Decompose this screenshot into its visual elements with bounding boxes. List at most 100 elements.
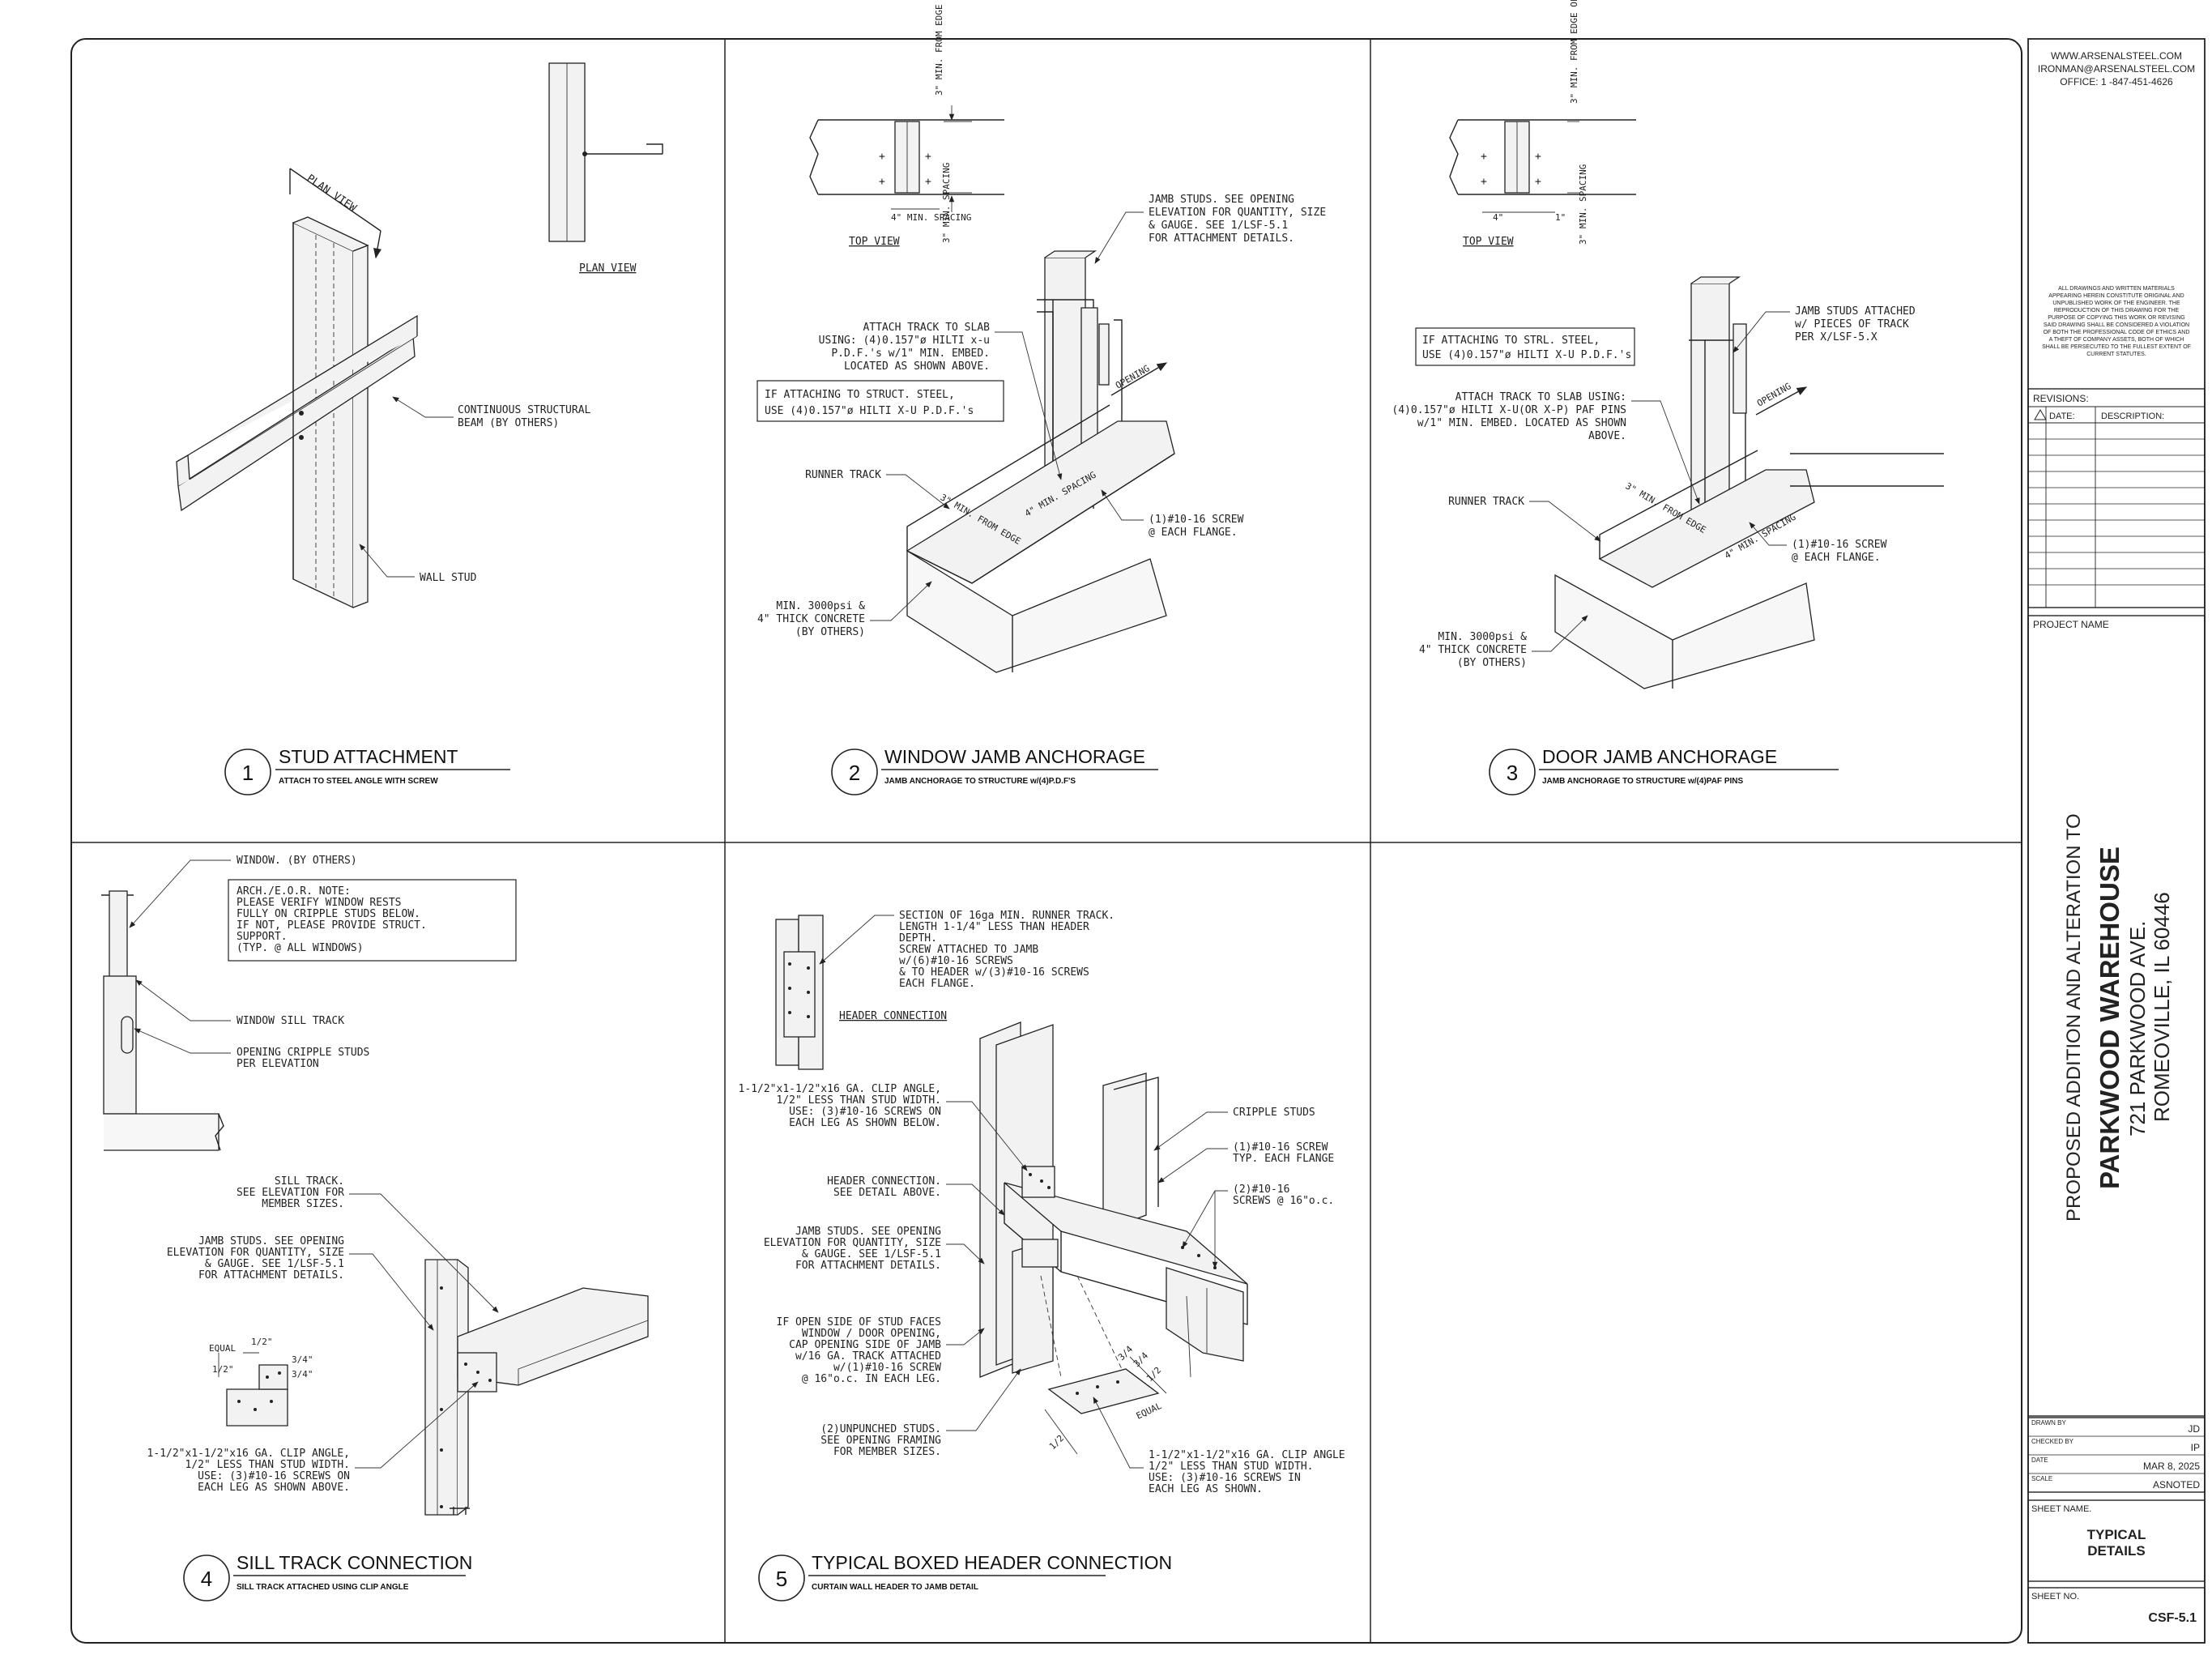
spacing-dimension-note: 3" MIN. SPACING (1578, 164, 1588, 245)
svg-text:w/(1)#10-16 SCREW: w/(1)#10-16 SCREW (833, 1362, 941, 1374)
svg-text:ELEVATION FOR QUANTITY, SIZE: ELEVATION FOR QUANTITY, SIZE (1149, 207, 1326, 219)
company-website: WWW.ARSENALSTEEL.COM (2051, 50, 2182, 62)
dim-label: EQUAL (1135, 1401, 1164, 1422)
spacing-note: 4" MIN. SPACING (891, 212, 971, 223)
date-label: DATE (2031, 1456, 2048, 1464)
svg-text:EACH LEG AS SHOWN ABOVE.: EACH LEG AS SHOWN ABOVE. (198, 1482, 350, 1494)
slab-and-track (1554, 450, 1944, 689)
edge-dimension-note: 3" MIN. FROM EDGE OF SLAB (1569, 0, 1579, 104)
svg-text:(4)0.157"ø HILTI X-U(OR X-P) P: (4)0.157"ø HILTI X-U(OR X-P) PAF PINS (1392, 404, 1626, 416)
revision-date-header: DATE: (2049, 412, 2075, 421)
detail-subtitle: SILL TRACK ATTACHED USING CLIP ANGLE (237, 1583, 409, 1592)
svg-text:SILL TRACK.: SILL TRACK. (275, 1175, 344, 1188)
sheet-number: CSF-5.1 (2148, 1611, 2197, 1625)
svg-text:FULLY ON CRIPPLE STUDS BELOW.: FULLY ON CRIPPLE STUDS BELOW. (237, 908, 420, 920)
detail-5-boxed-header-connection[interactable]: SECTION OF 16ga MIN. RUNNER TRACK. LENGT… (739, 910, 1345, 1601)
svg-text:JAMB STUDS. SEE OPENING: JAMB STUDS. SEE OPENING (198, 1235, 344, 1247)
svg-text:SCREW ATTACHED TO JAMB: SCREW ATTACHED TO JAMB (899, 944, 1038, 956)
svg-text:@ EACH FLANGE.: @ EACH FLANGE. (1792, 552, 1881, 564)
svg-text:MIN. 3000psi &: MIN. 3000psi & (776, 600, 865, 612)
detail-subtitle: CURTAIN WALL HEADER TO JAMB DETAIL (812, 1583, 978, 1592)
svg-text:+: + (925, 151, 931, 163)
svg-text:UNPUBLISHED WORK OF THE ENGINE: UNPUBLISHED WORK OF THE ENGINEER. THE (2052, 301, 2180, 306)
three-quarter-label: 3/4" (292, 1369, 313, 1380)
svg-text:+: + (1481, 151, 1487, 163)
header-connection-note: HEADER CONNECTION. SEE DETAIL ABOVE. (827, 1175, 941, 1199)
revisions-table (2027, 388, 2206, 608)
window-section-drawing (101, 890, 224, 1151)
svg-text:FOR MEMBER SIZES.: FOR MEMBER SIZES. (833, 1446, 941, 1458)
steel-attachment-box-line: USE (4)0.157"ø HILTI X-U P.D.F.'s (1422, 349, 1631, 361)
detail-number-bubble (1489, 748, 1536, 795)
svg-text:1-1/2"x1-1/2"x16 GA. CLIP ANGL: 1-1/2"x1-1/2"x16 GA. CLIP ANGLE (1149, 1449, 1345, 1461)
svg-text:P.D.F.'s w/1" MIN. EMBED.: P.D.F.'s w/1" MIN. EMBED. (831, 348, 990, 360)
title-block: WWW.ARSENALSTEEL.COM IRONMAN@ARSENALSTEE… (2027, 38, 2206, 1644)
svg-text:IF OPEN SIDE OF STUD FACES: IF OPEN SIDE OF STUD FACES (777, 1316, 942, 1328)
svg-text:ABOVE.: ABOVE. (1588, 430, 1626, 442)
dim-label: 1/2 (1047, 1433, 1066, 1452)
svg-text:(2)#10-16: (2)#10-16 (1233, 1183, 1289, 1196)
svg-text:TYP. EACH FLANGE: TYP. EACH FLANGE (1233, 1153, 1334, 1165)
beam-note: CONTINUOUS STRUCTURAL BEAM (BY OTHERS) (458, 404, 591, 429)
clip-angle-bottom-note: 1-1/2"x1-1/2"x16 GA. CLIP ANGLE 1/2" LES… (1149, 1449, 1345, 1495)
sill-track-label: WINDOW SILL TRACK (237, 1015, 344, 1027)
project-address-2: ROMEOVILLE, IL 60446 (2150, 892, 2174, 1122)
checked-by-label: CHECKED BY (2031, 1438, 2074, 1445)
screw-note-1: (1)#10-16 SCREW TYP. EACH FLANGE (1233, 1141, 1334, 1165)
structural-angle-beam (176, 314, 418, 512)
svg-text:1/2" LESS THAN STUD WIDTH.: 1/2" LESS THAN STUD WIDTH. (185, 1459, 351, 1471)
detail-2-window-jamb-anchorage[interactable]: + + + + 3" MIN. FROM EDGE OF SLAB 3" MIN… (757, 0, 1326, 795)
svg-text:A THEFT OF COMPANY ASSETS, BOT: A THEFT OF COMPANY ASSETS, BOTH OF WHICH (2049, 337, 2184, 343)
svg-text:& TO HEADER w/(3)#10-16 SCREWS: & TO HEADER w/(3)#10-16 SCREWS (899, 966, 1089, 979)
svg-text:(1)#10-16 SCREW: (1)#10-16 SCREW (1149, 514, 1244, 526)
sheet-name-line-2: DETAILS (2087, 1543, 2145, 1559)
attach-track-note: ATTACH TRACK TO SLAB USING: (4)0.157"ø H… (1392, 391, 1626, 442)
svg-text:SCREWS @ 16"o.c.: SCREWS @ 16"o.c. (1233, 1195, 1334, 1207)
svg-text:4" THICK CONCRETE: 4" THICK CONCRETE (757, 613, 865, 625)
plan-view-drawing (548, 62, 663, 242)
svg-text:+: + (1481, 176, 1487, 188)
jamb-studs-note: JAMB STUDS. SEE OPENING ELEVATION FOR QU… (764, 1226, 941, 1272)
svg-text:SUPPORT.: SUPPORT. (237, 931, 288, 943)
section-note: SECTION OF 16ga MIN. RUNNER TRACK. LENGT… (899, 910, 1115, 990)
svg-text:APPEARING HEREIN CONSTITUTE OR: APPEARING HEREIN CONSTITUTE ORIGINAL AND (2048, 293, 2184, 299)
plan-view-arrow-label: PLAN VIEW (305, 173, 359, 215)
svg-text:(1)#10-16 SCREW: (1)#10-16 SCREW (1792, 539, 1887, 551)
concrete-note: MIN. 3000psi & 4" THICK CONCRETE (BY OTH… (1419, 631, 1527, 669)
detail-4-sill-track-connection[interactable]: WINDOW. (BY OTHERS) ARCH./E.O.R. NOTE: P… (101, 855, 649, 1601)
svg-text:ATTACH TRACK TO SLAB USING:: ATTACH TRACK TO SLAB USING: (1455, 391, 1626, 403)
section-cut-line (289, 168, 381, 232)
detail-1-stud-attachment[interactable]: PLAN VIEW PLAN VIEW CONTINUOUS STRUCTURA… (176, 62, 663, 795)
detail-number: 2 (849, 761, 860, 785)
plan-view-label: PLAN VIEW (579, 262, 637, 275)
svg-text:w/(6)#10-16 SCREWS: w/(6)#10-16 SCREWS (899, 955, 1013, 967)
jamb-studs-note: JAMB STUDS ATTACHED w/ PIECES OF TRACK P… (1795, 305, 1916, 343)
clip-angle-top-note: 1-1/2"x1-1/2"x16 GA. CLIP ANGLE, 1/2" LE… (739, 1083, 941, 1129)
svg-text:(1)#10-16 SCREW: (1)#10-16 SCREW (1233, 1141, 1328, 1154)
detail-number-bubble (831, 748, 878, 795)
runner-track-note: RUNNER TRACK (1448, 496, 1524, 508)
svg-text:& GAUGE. SEE 1/LSF-5.1: & GAUGE. SEE 1/LSF-5.1 (205, 1258, 344, 1270)
svg-text:+: + (925, 176, 931, 188)
jamb-studs-note: JAMB STUDS. SEE OPENING ELEVATION FOR QU… (167, 1235, 344, 1282)
sill-connection-3d (424, 1259, 649, 1516)
dim-label: 1/2 (1144, 1365, 1163, 1384)
slab-and-track (906, 404, 1175, 673)
arch-note-box (228, 879, 517, 962)
detail-number: 4 (201, 1567, 212, 1591)
arch-note: ARCH./E.O.R. NOTE: PLEASE VERIFY WINDOW … (237, 885, 427, 954)
attach-track-note: ATTACH TRACK TO SLAB USING: (4)0.157"ø H… (819, 322, 990, 373)
svg-text:ELEVATION FOR QUANTITY, SIZE: ELEVATION FOR QUANTITY, SIZE (764, 1237, 941, 1249)
clip-angle-diagram (218, 1352, 288, 1427)
contact-info: WWW.ARSENALSTEEL.COM IRONMAN@ARSENALSTEE… (2038, 50, 2195, 87)
detail-title: STUD ATTACHMENT (279, 746, 458, 767)
svg-text:(2)UNPUNCHED STUDS.: (2)UNPUNCHED STUDS. (820, 1423, 941, 1435)
svg-text:USE: (3)#10-16 SCREWS ON: USE: (3)#10-16 SCREWS ON (198, 1470, 350, 1482)
detail-3-door-jamb-anchorage[interactable]: + + + + 3" MIN. FROM EDGE OF SLAB 3" MIN… (1392, 0, 1944, 795)
runner-track-note: RUNNER TRACK (805, 469, 881, 481)
drawn-by-label: DRAWN BY (2031, 1419, 2066, 1427)
opening-label: OPENING (1114, 363, 1152, 390)
steel-attachment-box-line: USE (4)0.157"ø HILTI X-U P.D.F.'s (765, 405, 974, 417)
dim-4-note: 4" (1493, 212, 1503, 223)
